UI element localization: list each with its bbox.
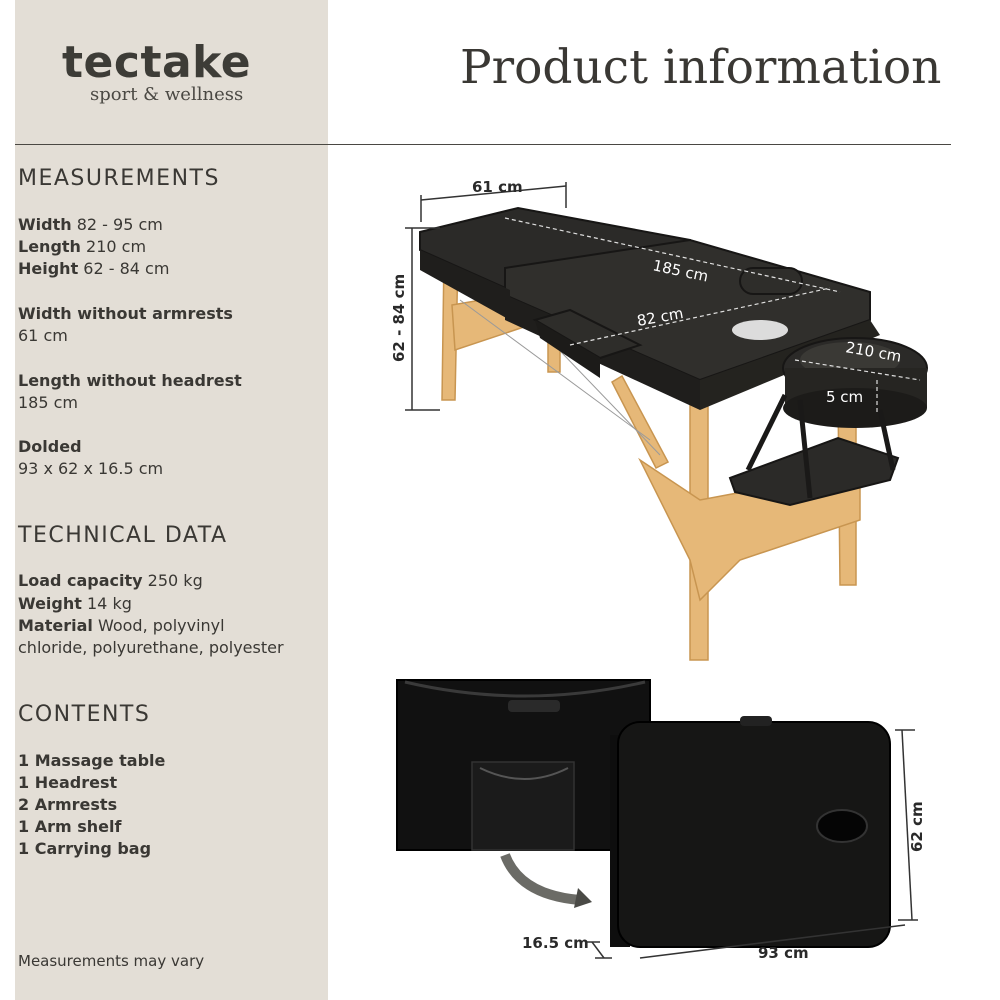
spec-value: 62 - 84 cm: [78, 259, 170, 278]
dim-folded-depth: 16.5 cm: [522, 934, 589, 952]
spec-label: Dolded: [18, 437, 82, 456]
spec-length-without-headrest: Length without headrest 185 cm: [18, 370, 242, 414]
spec-label: Width without armrests: [18, 304, 233, 323]
spec-weight: Weight 14 kg: [18, 593, 132, 615]
spec-label: Load capacity: [18, 571, 143, 590]
contents-item: 1 Carrying bag: [18, 839, 152, 858]
spec-value: 185 cm: [18, 393, 79, 412]
contents-item: 1 Arm shelf: [18, 817, 122, 836]
contents-list: 1 Massage table 1 Headrest 2 Armrests 1 …: [18, 750, 165, 860]
dim-top-width: 61 cm: [472, 178, 523, 196]
spec-label: Length without headrest: [18, 371, 242, 390]
spec-length: Length 210 cm: [18, 236, 146, 258]
page-title: Product information: [460, 40, 942, 95]
spec-value: 82 - 95 cm: [71, 215, 163, 234]
contents-item: 2 Armrests: [18, 795, 118, 814]
spec-label: Width: [18, 215, 72, 234]
brand-name: tectake: [62, 37, 252, 88]
brand-tagline: sport & wellness: [90, 84, 244, 105]
header-divider: [15, 144, 951, 145]
spec-value: 61 cm: [18, 326, 68, 345]
spec-label: Material: [18, 616, 93, 635]
spec-value: 14 kg: [81, 594, 132, 613]
left-info-panel: [15, 0, 328, 1000]
measurements-heading: MEASUREMENTS: [18, 166, 220, 191]
spec-value: 210 cm: [80, 237, 147, 256]
spec-value: 250 kg: [142, 571, 203, 590]
carrying-bag-image: [396, 679, 651, 908]
spec-folded: Dolded 93 x 62 x 16.5 cm: [18, 436, 163, 480]
spec-material: Material Wood, polyvinyl chloride, polyu…: [18, 615, 284, 659]
contents-item: 1 Headrest: [18, 773, 118, 792]
folded-table-image: 62 cm 16.5 cm 93 cm: [522, 716, 926, 962]
spec-value: 93 x 62 x 16.5 cm: [18, 459, 164, 478]
dim-folded-width: 93 cm: [758, 944, 809, 962]
spec-value: Wood, polyvinyl: [92, 616, 225, 635]
brand-logo: tectake sport & wellness: [62, 37, 252, 106]
spec-height: Height 62 - 84 cm: [18, 258, 169, 280]
dim-headrest-thickness: 5 cm: [826, 388, 863, 406]
spec-width: Width 82 - 95 cm: [18, 214, 163, 236]
dim-folded-height: 62 cm: [908, 801, 926, 852]
contents-item: 1 Massage table: [18, 751, 166, 770]
spec-width-without-armrests: Width without armrests 61 cm: [18, 303, 233, 347]
massage-table-image: 61 cm 185 cm 82 cm 210 cm 62 - 84 cm 5 c…: [390, 178, 928, 661]
contents-heading: CONTENTS: [18, 702, 151, 727]
spec-load-capacity: Load capacity 250 kg: [18, 570, 203, 592]
disclaimer-note: Measurements may vary: [18, 952, 205, 970]
product-illustration: 61 cm 185 cm 82 cm 210 cm 62 - 84 cm 5 c…: [390, 178, 928, 962]
spec-label: Height: [18, 259, 79, 278]
spec-label: Length: [18, 237, 81, 256]
spec-value-continued: chloride, polyurethane, polyester: [18, 638, 284, 657]
technical-heading: TECHNICAL DATA: [18, 523, 228, 548]
dim-height: 62 - 84 cm: [390, 274, 408, 362]
spec-label: Weight: [18, 594, 82, 613]
